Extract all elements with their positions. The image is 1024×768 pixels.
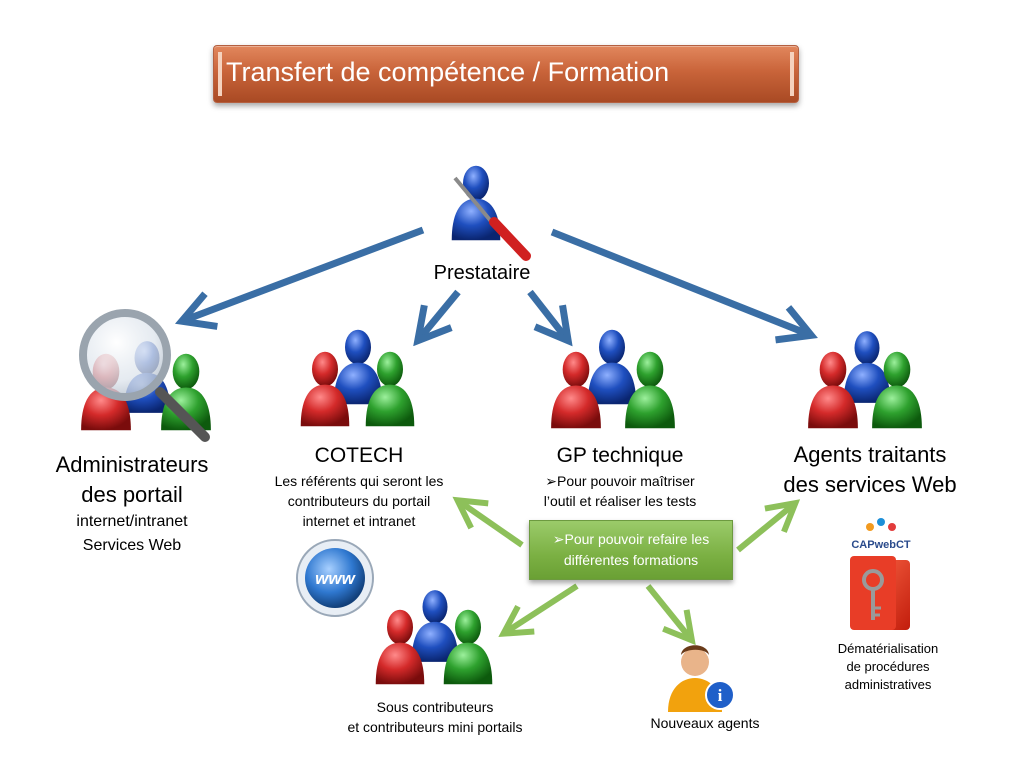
page-title: Transfert de compétence / Formation [226, 57, 670, 87]
sous-line-1: Sous contributeurs [376, 699, 494, 715]
training-line-2: différentes formations [563, 552, 699, 568]
admin-line-4: Services Web [82, 537, 182, 554]
green-arrow-to-cotech [460, 502, 524, 548]
admin-line-1: Administrateurs [55, 452, 209, 477]
gp-line-1: Pour pouvoir maîtriser [557, 473, 695, 489]
dematerialisation-label: Dématérialisation de procédures administ… [818, 640, 958, 694]
title-bar-edge-left [218, 52, 222, 96]
admin-line-3: internet/intranet [76, 513, 188, 530]
demat-line-3: administratives [844, 677, 932, 692]
www-icon: www [296, 539, 374, 617]
nouveaux-label: Nouveaux agents [650, 715, 760, 731]
sous-label: Sous contributeurs et contributeurs mini… [320, 697, 550, 737]
training-line-1: Pour pouvoir refaire les [564, 531, 710, 547]
demat-line-2: de procédures [846, 659, 930, 674]
cotech-label: COTECH Les référents qui seront les cont… [248, 441, 470, 531]
arrow-to-gp [527, 289, 566, 338]
agents-label: Agents traitants des services Web [772, 440, 968, 500]
arrow-to-agents [550, 228, 808, 334]
sous-line-2: et contributeurs mini portails [347, 719, 523, 735]
bullet-arrow-icon: ➢ [545, 473, 557, 489]
gp-line-2: l’outil et réaliser les tests [543, 493, 697, 509]
prestataire-icon [451, 165, 531, 261]
www-logo-text: www [315, 569, 356, 588]
blue-arrows [185, 226, 808, 338]
agents-line-1: Agents traitants [793, 442, 947, 467]
agents-line-2: des services Web [783, 472, 957, 497]
arrow-to-admin [185, 226, 425, 320]
admin-group-icon [79, 309, 211, 442]
capwebct-logo-text: CAPwebCT [851, 539, 911, 551]
gp-line-1-wrap: ➢Pour pouvoir maîtriser [515, 471, 725, 491]
agents-group-icon [808, 331, 922, 429]
gp-label: GP technique ➢Pour pouvoir maîtriser l’o… [515, 441, 725, 511]
info-icon: i [718, 686, 723, 705]
bullet-arrow-icon: ➢ [552, 531, 565, 547]
admin-label: Administrateurs des portail internet/int… [32, 450, 232, 558]
prestataire-label: Prestataire [433, 262, 531, 284]
green-arrow-to-sous [506, 583, 579, 632]
training-box: ➢Pour pouvoir refaire les différentes fo… [529, 520, 733, 580]
title-bar-edge-right [790, 52, 794, 96]
green-arrows [460, 502, 793, 638]
nouveaux-agent-icon: i [668, 645, 735, 712]
gp-title: GP technique [556, 444, 684, 467]
sous-group-icon [375, 590, 493, 685]
green-arrow-to-agents [736, 505, 793, 553]
folder-key-icon [850, 556, 910, 630]
cotech-group-icon [300, 329, 415, 427]
demat-line-1: Dématérialisation [837, 641, 939, 656]
cotech-title: COTECH [314, 444, 404, 467]
capwebct-logo: CAPwebCT [851, 518, 911, 551]
cotech-line-3: internet et intranet [302, 513, 416, 529]
cotech-line-1: Les référents qui seront les [274, 473, 444, 489]
green-arrow-to-nouveaux [645, 584, 690, 638]
training-box-text: ➢Pour pouvoir refaire les différentes fo… [530, 529, 732, 571]
admin-line-2: des portail [81, 482, 183, 507]
arrow-to-cotech [420, 289, 461, 338]
training-line-1-wrap: ➢Pour pouvoir refaire les [530, 529, 732, 550]
title-bar: Transfert de compétence / Formation [213, 45, 799, 103]
cotech-line-2: contributeurs du portail [287, 493, 431, 509]
gp-group-icon [551, 329, 675, 429]
